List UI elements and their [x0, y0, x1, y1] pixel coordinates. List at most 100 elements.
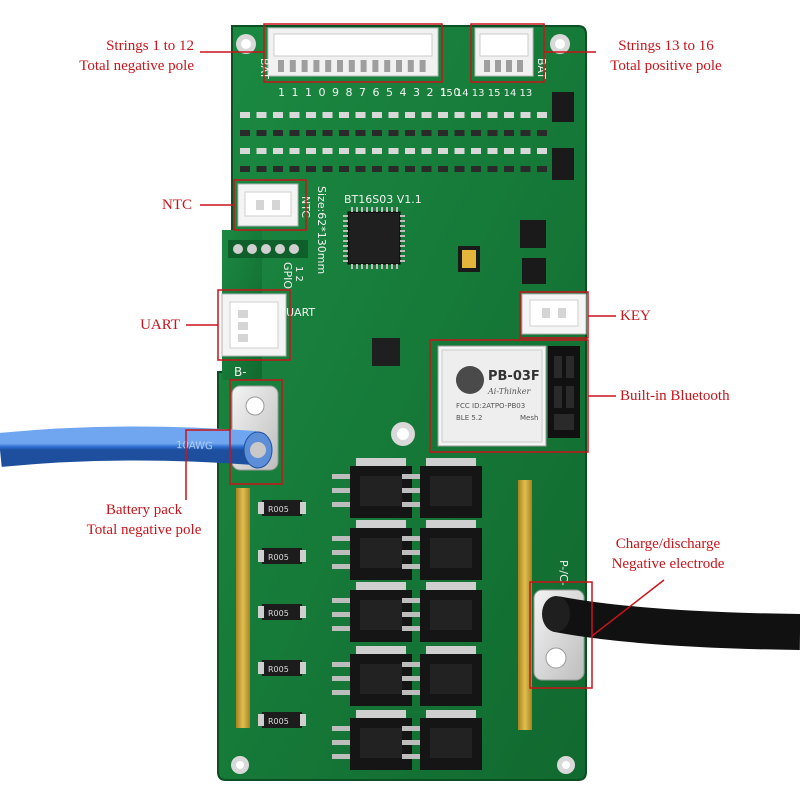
- mosfet-tab: [356, 646, 406, 656]
- chip-pin: [396, 264, 398, 269]
- mosfet-tab: [356, 582, 406, 592]
- gpio-pin: [247, 244, 257, 254]
- smd-component: [322, 148, 333, 154]
- smd-component: [537, 148, 547, 154]
- leader-line: [185, 429, 230, 500]
- callout-strings-1-12: Strings 1 to 12 Total negative pole: [79, 36, 194, 76]
- connector-pin: [407, 60, 414, 72]
- callout-line: Battery pack: [105, 502, 183, 518]
- mosfet-lead: [332, 502, 350, 507]
- uart-connector: [221, 293, 287, 357]
- connector-pin: [325, 60, 332, 72]
- copper-bus-right: [518, 480, 532, 730]
- shunt-pad: [258, 550, 264, 562]
- smd-component: [487, 166, 498, 172]
- mosfet-lead: [402, 676, 420, 681]
- chip-pin: [400, 245, 405, 247]
- smd-component: [240, 166, 250, 172]
- callout-line: Strings 13 to 16: [618, 38, 714, 54]
- callout-key: KEY: [620, 306, 651, 326]
- smd-component: [355, 148, 366, 154]
- afe-chip: [372, 338, 400, 366]
- smd-component: [405, 130, 415, 136]
- mosfet-lead: [332, 754, 350, 759]
- gpio-header: [228, 240, 308, 258]
- smd-component: [256, 130, 267, 136]
- mounting-hole: [236, 34, 256, 54]
- mosfet-lead: [402, 626, 420, 631]
- mosfet-tab: [426, 520, 476, 530]
- smd-component: [421, 112, 432, 118]
- chip-pin: [343, 230, 348, 232]
- chip-pin: [381, 264, 383, 269]
- smd-component: [537, 112, 547, 118]
- shunt-pad: [300, 550, 306, 562]
- callout-line: KEY: [620, 308, 651, 324]
- chip-pin: [400, 230, 405, 232]
- mosfet-lead: [402, 598, 420, 603]
- smd-component: [306, 112, 316, 118]
- bluetooth-module-fcc: FCC ID:2ATPO-PB03: [456, 402, 525, 410]
- chip-pin: [343, 215, 348, 217]
- chip-pin: [391, 264, 393, 269]
- smd-component: [306, 148, 316, 154]
- smd-component: [256, 112, 267, 118]
- connector-pin: [337, 60, 343, 72]
- smd-component: [504, 148, 514, 154]
- connector-pin: [419, 60, 426, 72]
- chip-pin: [343, 235, 348, 237]
- regulator-chip: [458, 220, 546, 284]
- mosfet-lead: [332, 488, 350, 493]
- callout-bluetooth: Built-in Bluetooth: [620, 386, 730, 406]
- smd-component: [273, 112, 283, 118]
- callout-line: Built-in Bluetooth: [620, 388, 730, 404]
- model-silk: BT16S03 V1.1: [344, 193, 422, 206]
- chip-pin: [391, 207, 393, 212]
- chip-pin: [400, 235, 405, 237]
- chip-pin: [351, 207, 353, 212]
- balance-connector-1-12: [267, 27, 439, 77]
- shunt-resistor: [262, 712, 302, 728]
- mosfet-body: [360, 728, 402, 758]
- mosfet-tab: [356, 458, 406, 468]
- chip-pin: [351, 264, 353, 269]
- mosfet-lead: [402, 474, 420, 479]
- diode: [552, 92, 574, 180]
- bluetooth-module-mesh: Mesh: [520, 414, 538, 422]
- chip-pin: [343, 225, 348, 227]
- mosfet-lead: [332, 564, 350, 569]
- chip-pin: [361, 264, 363, 269]
- smd-component: [471, 112, 481, 118]
- pminus-silk: P-/C-: [557, 560, 570, 586]
- blue-cable: [0, 426, 273, 469]
- smd-component: [372, 148, 382, 154]
- shunt-label: R005: [268, 553, 289, 562]
- smd-component: [438, 166, 448, 172]
- smd-component: [388, 130, 399, 136]
- connector-pin: [396, 60, 402, 72]
- smd-component: [438, 112, 448, 118]
- smd-component: [388, 148, 399, 154]
- smd-component: [438, 148, 448, 154]
- chip-pin: [343, 245, 348, 247]
- smd-component: [405, 166, 415, 172]
- chip-pin: [400, 255, 405, 257]
- smd-component: [372, 166, 382, 172]
- smd-component: [487, 148, 498, 154]
- smd-component: [421, 166, 432, 172]
- chip-pin: [371, 207, 373, 212]
- smd-component: [454, 166, 465, 172]
- shunt-pad: [300, 714, 306, 726]
- mosfet-tab: [426, 458, 476, 468]
- mosfet-tab: [356, 710, 406, 720]
- callout-line: Total negative pole: [86, 522, 202, 538]
- chip-pin: [376, 207, 378, 212]
- mosfet-body: [360, 538, 402, 568]
- mosfet-lead: [332, 740, 350, 745]
- black-cable: [542, 596, 800, 650]
- connector-pin: [313, 60, 320, 72]
- mcu-chip: [343, 207, 405, 269]
- chip-pin: [343, 260, 348, 262]
- smd-component: [339, 130, 349, 136]
